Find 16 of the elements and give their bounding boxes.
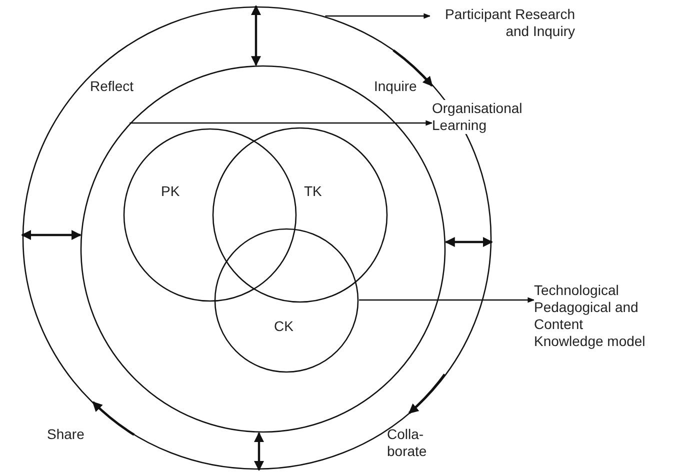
- annotation-text: Technological Pedagogical and Content Knowledge model: [534, 282, 646, 350]
- circle-label: Reflect: [90, 78, 135, 95]
- circle-label: Inquire: [374, 78, 418, 95]
- circle-label: Colla- borate: [387, 426, 428, 460]
- circle-label: PK: [161, 183, 181, 200]
- arrow: [325, 13, 431, 19]
- arrow: [359, 297, 535, 303]
- double-arrow: [251, 5, 261, 66]
- circle-label: Share: [47, 426, 86, 443]
- circle-label: TK: [304, 183, 323, 200]
- double-arrow: [444, 237, 493, 247]
- annotation-text: Participant Research and Inquiry: [430, 6, 575, 40]
- double-arrow: [21, 230, 82, 240]
- arrow: [130, 120, 433, 126]
- circle-label: CK: [274, 318, 294, 335]
- double-arrow: [254, 432, 264, 471]
